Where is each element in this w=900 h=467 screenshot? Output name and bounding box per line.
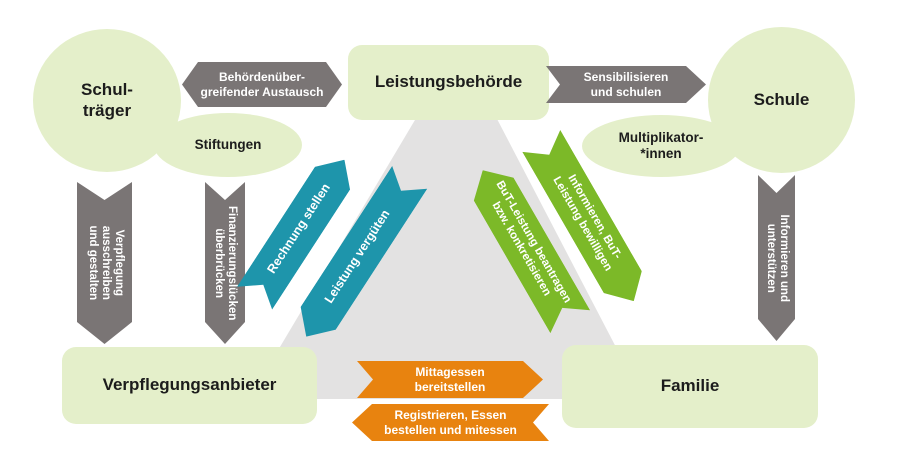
behoerdenaustausch-double-arrow: Behördenüber- greifender Austausch xyxy=(182,62,342,107)
node-leistungsbehoerde: Leistungsbehörde xyxy=(348,45,549,120)
sensibilisieren-arrow: Sensibilisieren und schulen xyxy=(546,66,706,103)
node-verpflegungsanbieter-label: Verpflegungsanbieter xyxy=(102,375,277,395)
registrieren-label: Registrieren, Essen bestellen und mitess… xyxy=(384,408,517,437)
rechnung-stellen-label: Rechnung stellen xyxy=(264,181,334,277)
finanzierungsluecken-label: Finanzierungslücken überbrücken xyxy=(213,205,239,321)
mittagessen-arrow: Mittagessen bereitstellen xyxy=(357,361,543,398)
node-familie-label: Familie xyxy=(660,376,720,396)
ellipse-multiplikatorinnen: Multiplikator- *innen xyxy=(582,115,740,177)
finanzierungsluecken-arrow: Finanzierungslücken überbrücken xyxy=(205,182,245,344)
node-schule-label: Schule xyxy=(753,89,810,109)
behoerdenaustausch-label: Behördenüber- greifender Austausch xyxy=(200,70,324,99)
registrieren-arrow: Registrieren, Essen bestellen und mitess… xyxy=(352,404,549,441)
node-familie: Familie xyxy=(562,345,818,428)
ellipse-stiftungen-label: Stiftungen xyxy=(194,136,262,152)
node-leistungsbehoerde-label: Leistungsbehörde xyxy=(374,72,523,92)
ellipse-stiftungen: Stiftungen xyxy=(154,113,302,177)
mittagessen-label: Mittagessen bereitstellen xyxy=(414,365,486,394)
informieren-unterstuetzen-arrow: Informieren und unterstützen xyxy=(758,175,795,341)
ellipse-multiplikatorinnen-label: Multiplikator- *innen xyxy=(618,129,704,161)
sensibilisieren-label: Sensibilisieren und schulen xyxy=(583,70,669,99)
node-schultraeger-label: Schul- träger xyxy=(81,79,133,120)
informieren-unterstuetzen-label: Informieren und unterstützen xyxy=(764,214,790,302)
verpflegung-ausschreiben-label: Verpflegung ausschreiben und gestalten xyxy=(85,225,125,301)
node-verpflegungsanbieter: Verpflegungsanbieter xyxy=(62,347,317,424)
verpflegung-ausschreiben-arrow: Verpflegung ausschreiben und gestalten xyxy=(77,182,132,344)
